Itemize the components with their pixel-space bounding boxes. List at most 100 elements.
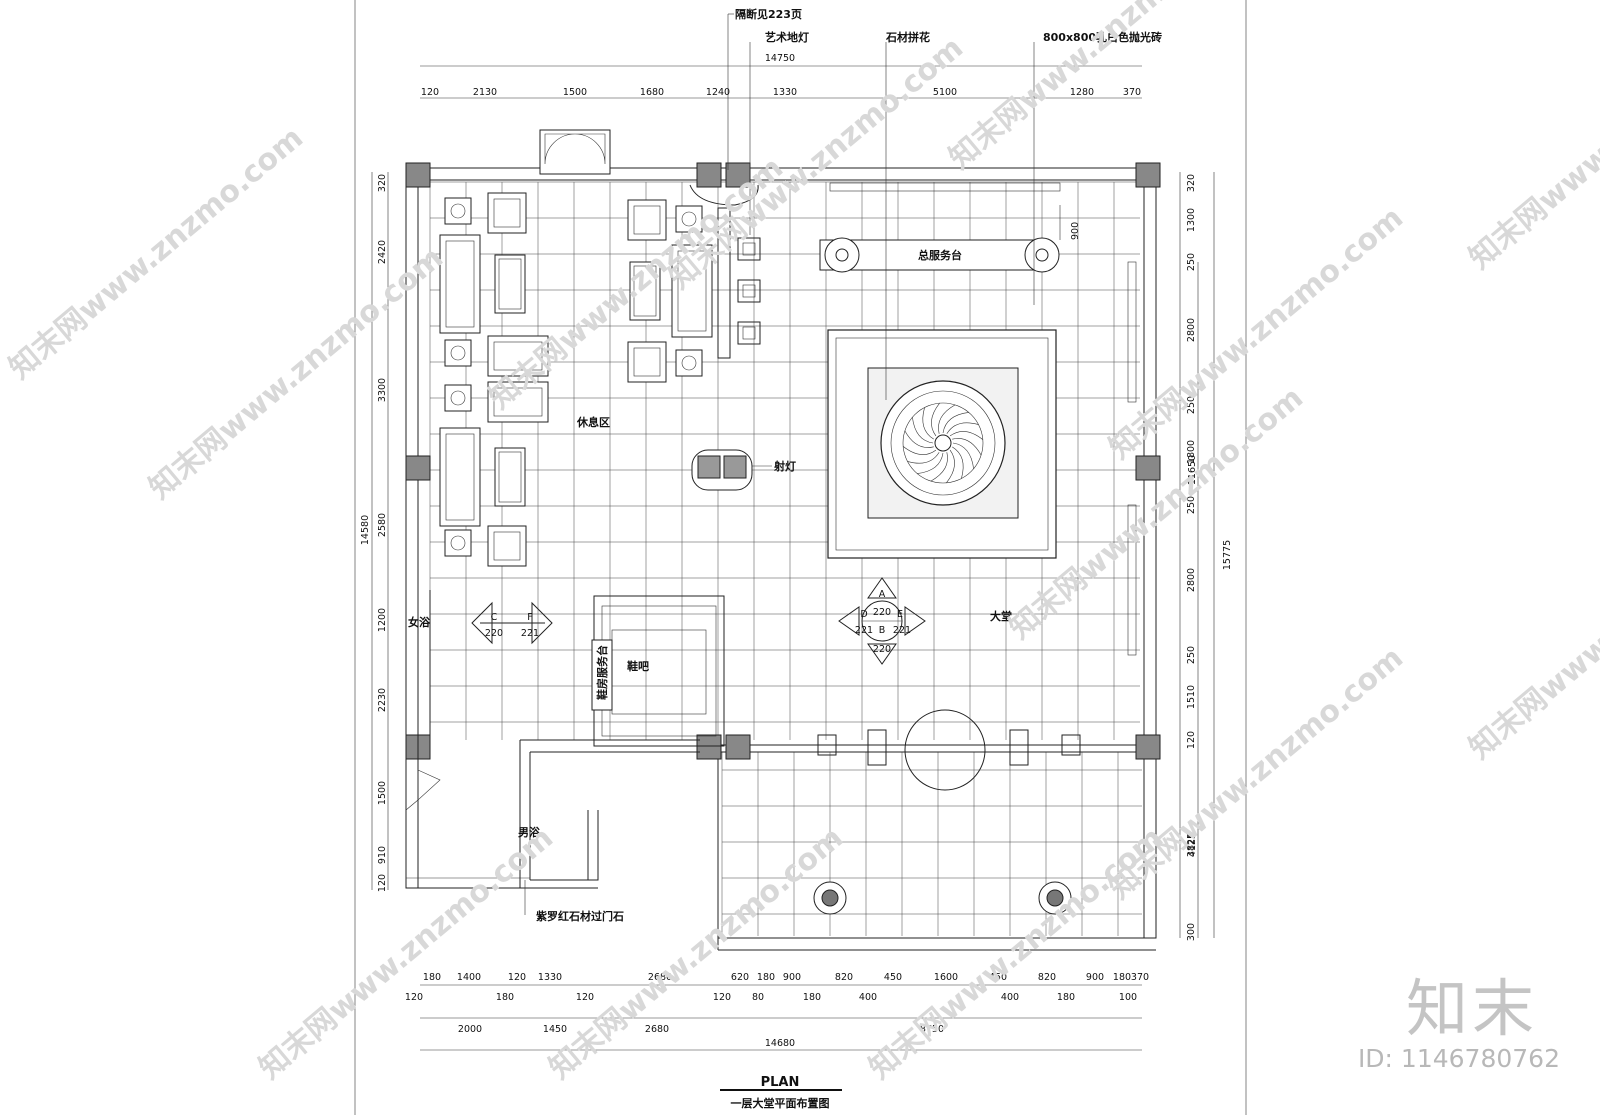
dim-bottom-2: 80: [752, 992, 764, 1003]
dim-right: 1300: [1186, 208, 1197, 232]
dim-bottom-1: 370: [1131, 972, 1149, 983]
room-label-shoe-desk: 鞋房服务台: [595, 645, 609, 700]
dim-right: 250: [1186, 396, 1197, 414]
lounge-furniture: [439, 192, 713, 567]
watermark-text: 知末网www.znzmo.com: [943, 0, 1250, 176]
dim-top: 1680: [640, 87, 664, 98]
watermark-text: 知末网www.znzmo.com: [3, 120, 310, 386]
dim-left: 2420: [377, 240, 388, 264]
dim-right: 1800: [1186, 440, 1197, 464]
dim-right-sub-total: 4125: [1187, 833, 1198, 857]
elevation-index-left: C F 220 221: [471, 601, 553, 645]
dim-bottom-2: 400: [859, 992, 877, 1003]
elev-e: E: [897, 609, 903, 620]
dim-bottom-1: 900: [1086, 972, 1104, 983]
spotlight-fixture: [691, 449, 753, 491]
dim-bottom-1: 180: [757, 972, 775, 983]
dim-bottom-2: 180: [1057, 992, 1075, 1003]
dim-right: 1510: [1186, 685, 1197, 709]
elev-e-n: 221: [893, 625, 911, 636]
dim-bottom-3: 2680: [645, 1024, 669, 1035]
dim-bottom-2: 180: [496, 992, 514, 1003]
dim-left: 2580: [377, 513, 388, 537]
dim-bottom-2: 180: [803, 992, 821, 1003]
exterior-walls: [405, 162, 1161, 951]
dim-right-mid-total: 11650: [1187, 455, 1198, 485]
dim-right: 250: [1186, 646, 1197, 664]
dim-bottom-2: 400: [1001, 992, 1019, 1003]
dim-front-desk-depth: 900: [1070, 222, 1081, 240]
drawing-title-sub: 一层大堂平面布置图: [731, 1096, 830, 1110]
dim-bottom-1: 180: [1113, 972, 1131, 983]
callout-spotlight: 射灯: [773, 459, 796, 473]
dim-bottom-2: 120: [405, 992, 423, 1003]
dim-bottom-1: 120: [508, 972, 526, 983]
watermark-text: 知末网www.znzmo.com: [863, 820, 1170, 1086]
dim-bottom-3: 2000: [458, 1024, 482, 1035]
dim-right: 300: [1186, 923, 1197, 941]
dim-left: 120: [377, 874, 388, 892]
art-floor-lamps: [689, 184, 761, 359]
watermark-text: 知末网www.znzmo.com: [1103, 640, 1410, 906]
room-label-lounge: 休息区: [576, 415, 610, 429]
dim-left-total: 14580: [360, 515, 371, 545]
dim-bottom-3: 8750: [920, 1024, 944, 1035]
bathroom-walls: [405, 590, 700, 889]
front-desk: [819, 182, 1061, 273]
callout-tile: 800x800乳白色抛光砖: [1043, 30, 1162, 44]
callout-partition: 隔断见223页: [735, 7, 802, 21]
dim-bottom-1: 900: [783, 972, 801, 983]
elev-d: D: [860, 609, 867, 620]
dim-bottom-1: 450: [884, 972, 902, 983]
dim-top: 370: [1123, 87, 1141, 98]
dim-right: 250: [1186, 496, 1197, 514]
dim-right: 320: [1186, 174, 1197, 192]
dim-top: 1330: [773, 87, 797, 98]
dim-top: 120: [421, 87, 439, 98]
dim-top: 2130: [473, 87, 497, 98]
dim-top: 1500: [563, 87, 587, 98]
watermark-text: 知末网www.znzmo.com: [143, 240, 450, 506]
dim-bottom-2: 120: [713, 992, 731, 1003]
room-label-women: 女浴: [408, 615, 431, 629]
dim-right: 120: [1186, 731, 1197, 749]
room-label-shoe-bar: 鞋吧: [627, 659, 649, 673]
dim-left: 3300: [377, 378, 388, 402]
dim-left: 1200: [377, 608, 388, 632]
dim-bottom-1: 820: [835, 972, 853, 983]
dim-top-total: 14750: [765, 53, 795, 64]
callout-stone-inlay: 石材拼花: [885, 30, 930, 44]
dim-left: 320: [377, 174, 388, 192]
callout-floor-lamp: 艺术地灯: [765, 30, 809, 44]
dim-right: 250: [1186, 253, 1197, 271]
dim-left: 910: [377, 846, 388, 864]
dim-bottom-1: 820: [1038, 972, 1056, 983]
dim-bottom-1: 1400: [457, 972, 481, 983]
elev-c: C: [491, 612, 498, 623]
elev-b-n: 220: [873, 644, 891, 655]
callout-leaders: [524, 13, 1035, 915]
elev-d-n: 221: [855, 625, 873, 636]
dim-right: 2800: [1186, 568, 1197, 592]
room-label-men: 男浴: [518, 825, 541, 839]
top-entry-door: [539, 129, 611, 175]
shoe-bar-room: [591, 595, 725, 747]
dim-right: 2800: [1186, 318, 1197, 342]
dim-right-total: 15775: [1222, 540, 1233, 570]
elev-a: A: [879, 589, 886, 600]
watermark-text: 知末网www.znzmo.com: [1463, 500, 1600, 766]
floor-tile-grid: [429, 181, 1142, 936]
image-id-label: ID: 1146780762: [1357, 1044, 1560, 1073]
dim-bottom-1: 2680: [648, 972, 672, 983]
elev-a-n: 220: [873, 607, 891, 618]
dim-bottom-1: 1330: [538, 972, 562, 983]
dimension-lines: [371, 65, 1215, 1051]
dim-bottom-1: 180: [423, 972, 441, 983]
dim-left: 1500: [377, 781, 388, 805]
watermark-text: 知末网www.znzmo.com: [543, 820, 850, 1086]
drawing-title-plan: PLAN: [761, 1075, 800, 1090]
stone-inlay-medallion: [827, 329, 1057, 559]
